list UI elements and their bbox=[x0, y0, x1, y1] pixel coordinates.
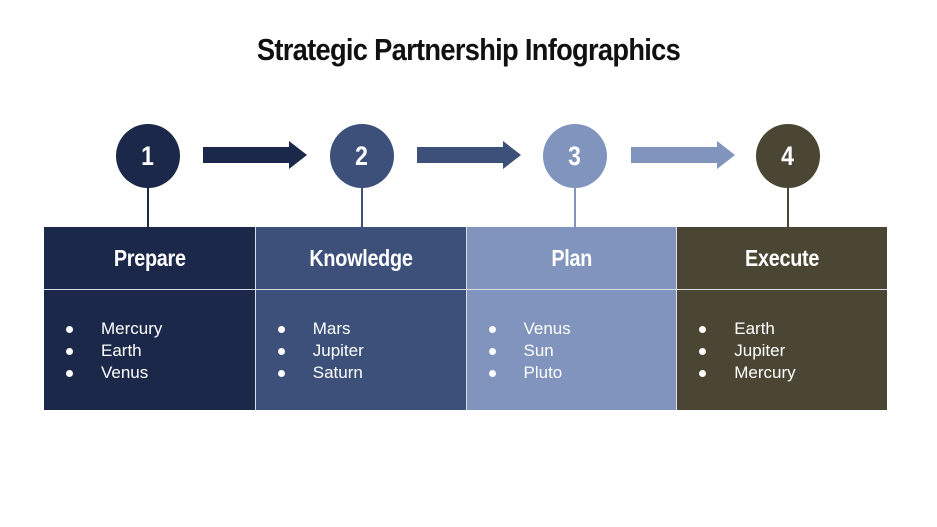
step-1-connector bbox=[147, 188, 149, 227]
bullet-icon bbox=[699, 325, 707, 333]
bullet-icon bbox=[66, 325, 73, 333]
step-column-plan: Plan Venus Sun Pluto bbox=[465, 227, 677, 410]
step-title: Prepare bbox=[113, 244, 186, 271]
step-header: Plan bbox=[466, 227, 677, 290]
step-3-connector bbox=[574, 188, 576, 227]
bullet-icon bbox=[699, 347, 707, 355]
step-body: Venus Sun Pluto bbox=[467, 290, 677, 410]
step-body: Mercury Earth Venus bbox=[44, 290, 255, 410]
arrow-right-icon bbox=[631, 141, 735, 169]
bullet-icon bbox=[277, 325, 285, 333]
step-header: Knowledge bbox=[255, 227, 466, 290]
list-item: Earth bbox=[697, 318, 887, 340]
step-title: Knowledge bbox=[309, 244, 413, 271]
bullet-icon bbox=[488, 347, 496, 355]
step-1-number: 1 bbox=[141, 140, 155, 171]
bullet-list: Mercury Earth Venus bbox=[64, 318, 255, 384]
step-2-connector bbox=[361, 188, 363, 227]
page-title: Strategic Partnership Infographics bbox=[256, 32, 681, 67]
list-item: Jupiter bbox=[697, 340, 887, 362]
bullet-icon bbox=[277, 369, 285, 377]
step-4-connector bbox=[787, 188, 789, 227]
bullet-list: Earth Jupiter Mercury bbox=[697, 318, 887, 384]
list-item: Sun bbox=[487, 340, 677, 362]
step-2-circle: 2 bbox=[330, 124, 394, 188]
bullet-list: Venus Sun Pluto bbox=[487, 318, 677, 384]
bullet-list: Mars Jupiter Saturn bbox=[276, 318, 466, 384]
list-item: Saturn bbox=[276, 362, 466, 384]
steps-table: Prepare Mercury Earth Venus Knowledge Ma… bbox=[44, 227, 887, 410]
step-body: Earth Jupiter Mercury bbox=[677, 290, 887, 410]
step-header: Execute bbox=[677, 227, 887, 290]
step-3-number: 3 bbox=[568, 140, 582, 171]
arrow-right-icon bbox=[203, 141, 307, 169]
step-column-knowledge: Knowledge Mars Jupiter Saturn bbox=[254, 227, 466, 410]
step-body: Mars Jupiter Saturn bbox=[256, 290, 466, 410]
bullet-icon bbox=[699, 369, 707, 377]
bullet-icon bbox=[488, 325, 496, 333]
list-item: Mercury bbox=[697, 362, 887, 384]
list-item: Pluto bbox=[487, 362, 677, 384]
bullet-icon bbox=[488, 369, 496, 377]
list-item: Venus bbox=[64, 362, 255, 384]
step-2-number: 2 bbox=[355, 140, 369, 171]
list-item: Mars bbox=[276, 318, 466, 340]
step-title: Plan bbox=[551, 244, 592, 271]
step-4-circle: 4 bbox=[756, 124, 820, 188]
list-item: Jupiter bbox=[276, 340, 466, 362]
step-header: Prepare bbox=[44, 227, 255, 290]
arrow-right-icon bbox=[417, 141, 521, 169]
list-item: Venus bbox=[487, 318, 677, 340]
step-1-circle: 1 bbox=[116, 124, 180, 188]
step-column-prepare: Prepare Mercury Earth Venus bbox=[44, 227, 255, 410]
step-column-execute: Execute Earth Jupiter Mercury bbox=[676, 227, 887, 410]
list-item: Earth bbox=[64, 340, 255, 362]
list-item: Mercury bbox=[64, 318, 255, 340]
step-4-number: 4 bbox=[781, 140, 795, 171]
step-title: Execute bbox=[745, 244, 820, 271]
bullet-icon bbox=[66, 369, 73, 377]
bullet-icon bbox=[66, 347, 73, 355]
bullet-icon bbox=[277, 347, 285, 355]
step-3-circle: 3 bbox=[543, 124, 607, 188]
